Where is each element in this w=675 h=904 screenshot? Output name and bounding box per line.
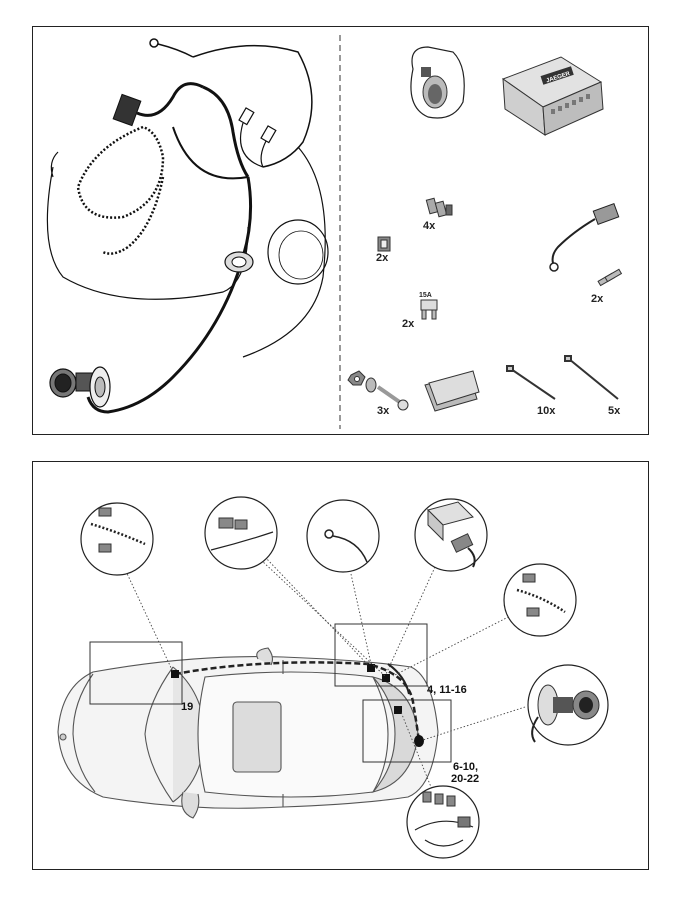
short-tie-quantity: 10x xyxy=(537,405,556,417)
callout-left: 19 xyxy=(181,701,194,713)
small-plug-icon xyxy=(260,125,277,144)
fuse-rating-label: 15A xyxy=(419,292,432,299)
detail-box-left xyxy=(89,641,183,705)
callout-right-line2: 20-22 xyxy=(451,773,480,785)
kit-contents-panel: JAEGER xyxy=(32,26,649,435)
harness-connector-icon xyxy=(112,93,142,127)
contact-icon xyxy=(425,197,453,218)
adhesive-pad-icon xyxy=(424,370,480,412)
detail-circle-fuse-parts xyxy=(406,785,480,859)
ring-terminal-icon xyxy=(149,38,159,48)
contacts-quantity: 4x xyxy=(423,220,436,232)
installation-drawing xyxy=(57,496,609,859)
detail-box-middle xyxy=(334,623,428,687)
bolt-set-icon xyxy=(347,370,409,411)
callout-right-line1: 6-10, xyxy=(453,761,479,773)
fuse-icon xyxy=(420,299,438,320)
detail-circle-contacts-cable xyxy=(204,496,278,570)
wiring-branch xyxy=(387,663,410,695)
sunroof xyxy=(232,701,282,773)
long-tie-quantity: 5x xyxy=(608,405,621,417)
detail-circle-contacts-right xyxy=(503,563,577,637)
mounting-point-marker xyxy=(394,706,402,714)
terminal-quantity: 2x xyxy=(591,293,604,305)
detail-circle-ground xyxy=(306,499,380,573)
fuse-quantity: 2x xyxy=(402,318,415,330)
car-top-view xyxy=(57,647,439,819)
clip-icon xyxy=(377,236,391,252)
terminal-icon xyxy=(597,268,623,287)
kit-contents-drawing: JAEGER xyxy=(46,35,623,429)
callout-middle: 4, 11-16 xyxy=(427,684,467,696)
detail-circle-socket xyxy=(527,664,609,746)
mounting-point-marker xyxy=(382,674,390,682)
control-module-icon: JAEGER xyxy=(501,56,604,136)
clip-quantity: 2x xyxy=(376,252,389,264)
foam-disk-icon xyxy=(267,219,329,285)
installation-overview-panel: 19 4, 11-16 6-10, 20-22 xyxy=(32,461,649,870)
detail-circle-contacts xyxy=(80,502,154,576)
detail-circle-module xyxy=(414,498,488,572)
cable-tie-icon xyxy=(506,355,619,400)
tow-socket-icon xyxy=(410,46,465,119)
bolt-quantity: 3x xyxy=(377,405,390,417)
mounting-point-marker xyxy=(367,664,375,672)
wiring-route xyxy=(174,661,421,743)
socket-position-marker xyxy=(414,735,424,747)
ground-cable-icon xyxy=(549,203,620,272)
mounting-point-marker xyxy=(171,670,179,678)
small-plug-icon xyxy=(238,107,255,126)
wiring-harness xyxy=(46,38,329,414)
